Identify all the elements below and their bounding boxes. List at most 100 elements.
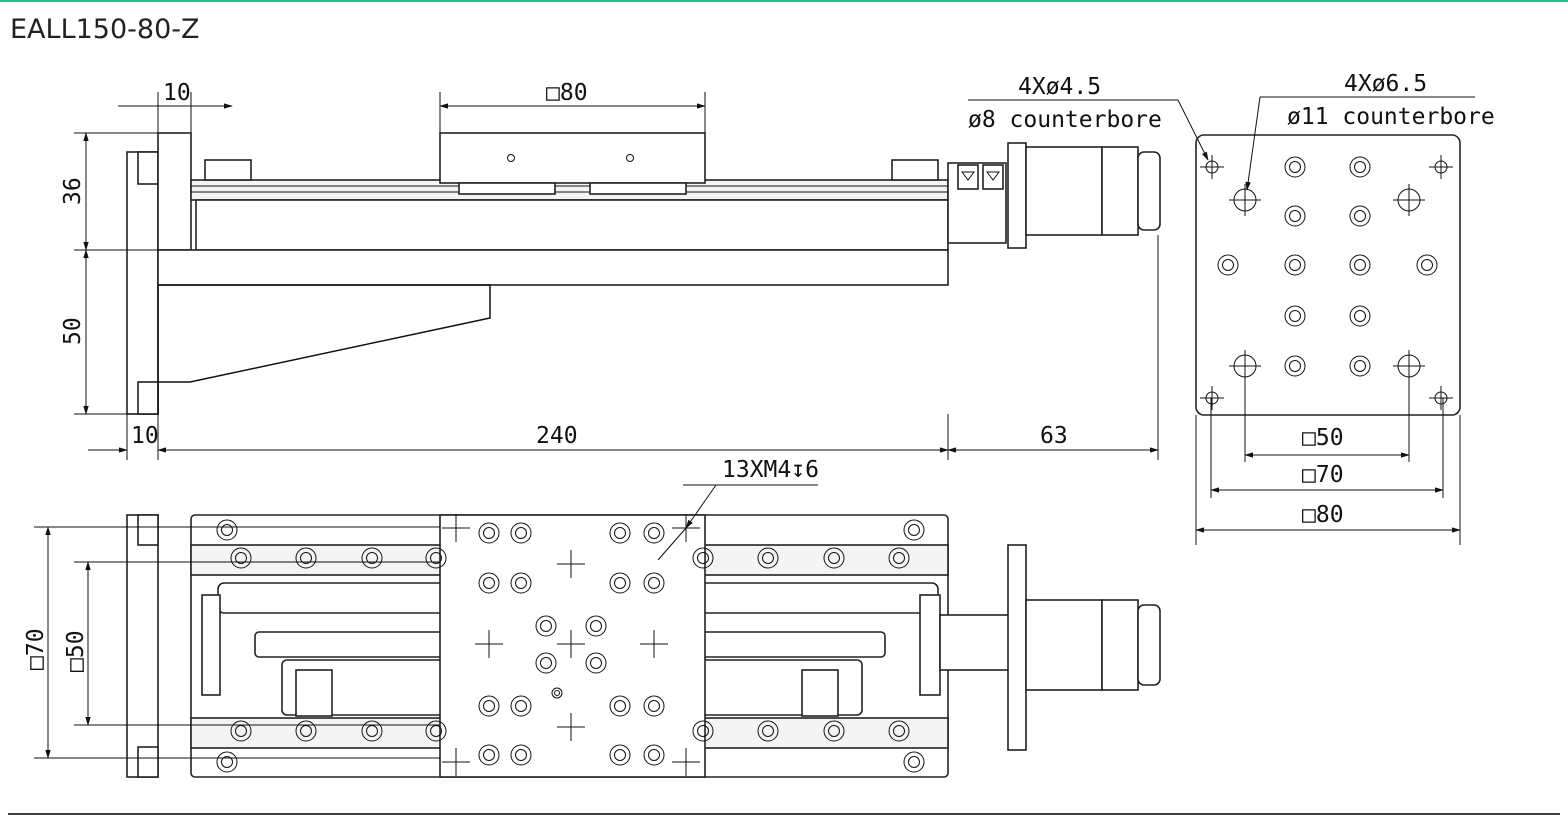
center-mark [1429,155,1453,179]
dim-tapped-holes: 13XM4↧6 [722,457,819,483]
top-rail-hole [425,547,447,569]
center-mark [672,748,700,776]
top-carriage-hole [590,620,602,632]
end-counterbore-hole [1354,259,1366,271]
dim-pattern-70: □70 [1302,462,1344,488]
top-rail-hole [697,725,709,737]
end-counterbore-hole [1349,305,1371,327]
top-carriage-hole [643,522,665,544]
end-counterbore-hole [1284,156,1306,178]
side-slider-block [589,182,687,195]
top-carriage-hole [515,749,527,761]
top-rail-hole [295,547,317,569]
top-rail-hole [823,547,845,569]
end-counterbore-hole [1349,355,1371,377]
dim-mount-70: □70 [23,628,49,670]
top-carriage-hole [515,700,527,712]
top-rail-hole [697,552,709,564]
top-accent-rule [0,0,1568,2]
center-mark [1200,155,1224,179]
top-carriage-hole [478,572,500,594]
top-rail-hole [762,725,774,737]
side-flange-tab-bottom [137,381,159,415]
top-dimensions: 13XM4↧6 □70 □50 [23,457,819,759]
side-handwheel [1137,151,1161,231]
top-carriage-hole [515,577,527,589]
top-rail-hole [828,552,840,564]
top-end-block [201,594,221,696]
model-title: EALL150-80-Z [10,14,200,45]
top-end-flange [126,514,159,778]
top-carriage-hole [554,690,560,696]
top-limit-switch [801,669,839,717]
side-dimensions: 10 □80 36 50 10 240 63 [60,80,1159,460]
end-counterbore-hole [1349,156,1371,178]
center-mark [1229,184,1261,216]
end-counterbore-hole [1284,205,1306,227]
top-flange-tab [137,514,159,546]
dim-large-holes: 4Xø6.5 [1344,71,1427,97]
top-carriage-hole [590,657,602,669]
end-counterbore-hole [1284,355,1306,377]
end-counterbore-hole [1284,305,1306,327]
top-carriage-hole [643,572,665,594]
end-counterbore-hole [1421,259,1433,271]
end-counterbore-hole [1416,254,1438,276]
top-rail-hole [692,720,714,742]
dim-mount-50: □50 [63,630,89,672]
dim-bottom-flange: 10 [131,423,159,449]
side-motor-flange [1007,142,1027,249]
top-carriage-hole [510,572,532,594]
top-carriage-hole [614,749,626,761]
top-carriage-hole [510,522,532,544]
end-counterbore-hole [1354,310,1366,322]
top-rail-hole [828,725,840,737]
top-carriage-hole [648,577,660,589]
top-carriage-hole [648,749,660,761]
dim-body-length: 240 [536,423,578,449]
center-mark [1200,386,1224,410]
top-carriage-hole [614,527,626,539]
side-carriage-hole [507,154,515,162]
end-counterbore-hole [1349,205,1371,227]
dim-small-counterbore: ø8 counterbore [968,107,1162,133]
dim-motor-length: 63 [1040,423,1068,449]
top-carriage-hole [609,695,631,717]
dim-upper-height: 36 [60,177,86,205]
top-rail-hole [430,552,442,564]
center-mark [557,550,585,578]
top-end-block [919,594,941,696]
top-limit-switch [295,669,333,717]
top-rail-hole [425,720,447,742]
side-carriage [439,132,706,184]
end-counterbore-hole [1289,161,1301,173]
end-plate [1195,134,1461,416]
top-carriage-hole [483,749,495,761]
side-flange-tab-top [137,151,159,185]
top-rail-hole [888,720,910,742]
side-motor-body [1025,146,1103,236]
center-mark [640,630,668,658]
top-rail-hole [692,547,714,569]
top-rail-hole [888,547,910,569]
side-body-lower [157,249,949,286]
top-carriage-hole [648,700,660,712]
center-mark [442,748,470,776]
top-carriage-hole [535,652,557,674]
end-counterbore-hole [1222,259,1234,271]
top-carriage-hole [643,744,665,766]
top-carriage-hole [478,695,500,717]
top-base-hole [908,756,920,768]
top-carriage-hole [515,527,527,539]
top-carriage-hole [551,687,563,699]
top-motor-flange [1007,544,1027,751]
top-carriage-hole [609,572,631,594]
top-base-hole [903,751,925,773]
end-counterbore-hole [1354,161,1366,173]
end-view [1195,134,1461,416]
top-base-hole [903,519,925,541]
end-counterbore-hole [1217,254,1239,276]
top-carriage-hole [535,615,557,637]
top-rail-hole [757,547,779,569]
side-end-flange [126,151,159,415]
